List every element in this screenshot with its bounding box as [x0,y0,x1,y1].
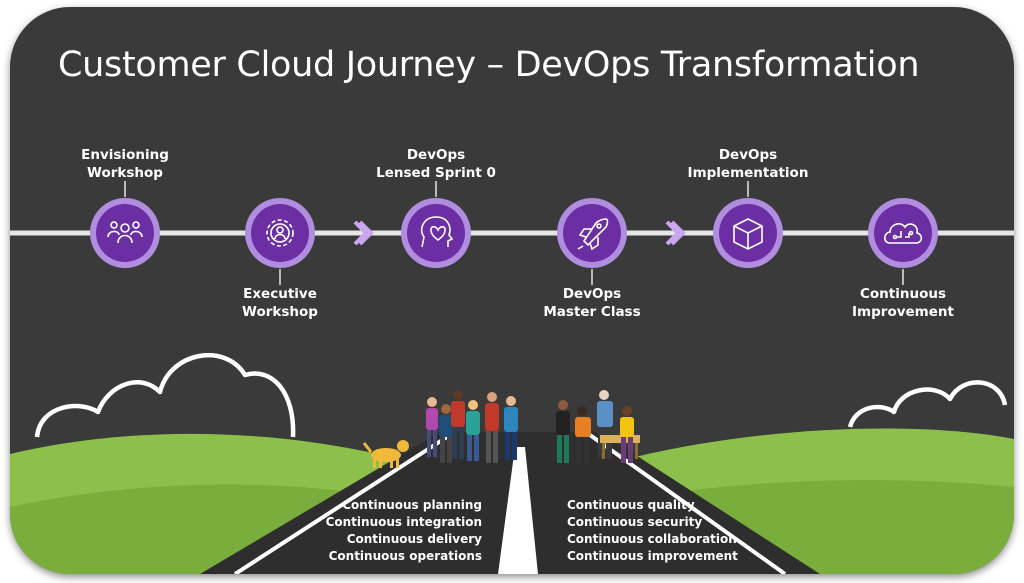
practice-item: Continuous integration [325,515,482,529]
people-group-icon [107,221,143,244]
page-title: Customer Cloud Journey – DevOps Transfor… [58,45,920,85]
practice-item: Continuous collaboration [567,532,737,546]
practice-item: Continuous security [567,515,703,529]
practice-item: Continuous planning [342,498,482,512]
milestone-devops-master-class[interactable] [557,198,627,268]
head-heart-icon [420,216,454,248]
practice-item: Continuous delivery [346,532,482,546]
road-center-stripe [498,447,538,574]
person-gear-icon [266,219,294,247]
journey-scene [10,181,1014,574]
rocket-icon [577,218,609,251]
chevron-icon [353,220,374,246]
practice-item: Continuous operations [328,549,482,563]
people-illustration-left [426,390,518,463]
box-icon [733,218,763,250]
practice-item: Continuous quality [567,498,695,512]
practices-list-right: Continuous quality Continuous security C… [567,497,738,565]
milestone-envisioning-workshop[interactable] [90,198,160,268]
milestone-devops-implementation[interactable] [713,198,783,268]
milestone-continuous-improvement[interactable] [868,198,938,268]
practices-list-left: Continuous planning Continuous integrati… [326,497,482,565]
practice-item: Continuous improvement [567,549,738,563]
dog-illustration [362,440,409,468]
road-edge-left [233,433,452,574]
slide-panel: Customer Cloud Journey – DevOps Transfor… [10,7,1014,574]
chevron-icon [665,220,686,246]
cloud-right [847,380,1008,428]
cloud-circuit-icon [883,223,923,244]
cloud-left [34,352,296,438]
milestone-lensed-sprint-0[interactable] [401,198,471,268]
milestone-executive-workshop[interactable] [245,198,315,268]
people-illustration-right [556,390,640,463]
